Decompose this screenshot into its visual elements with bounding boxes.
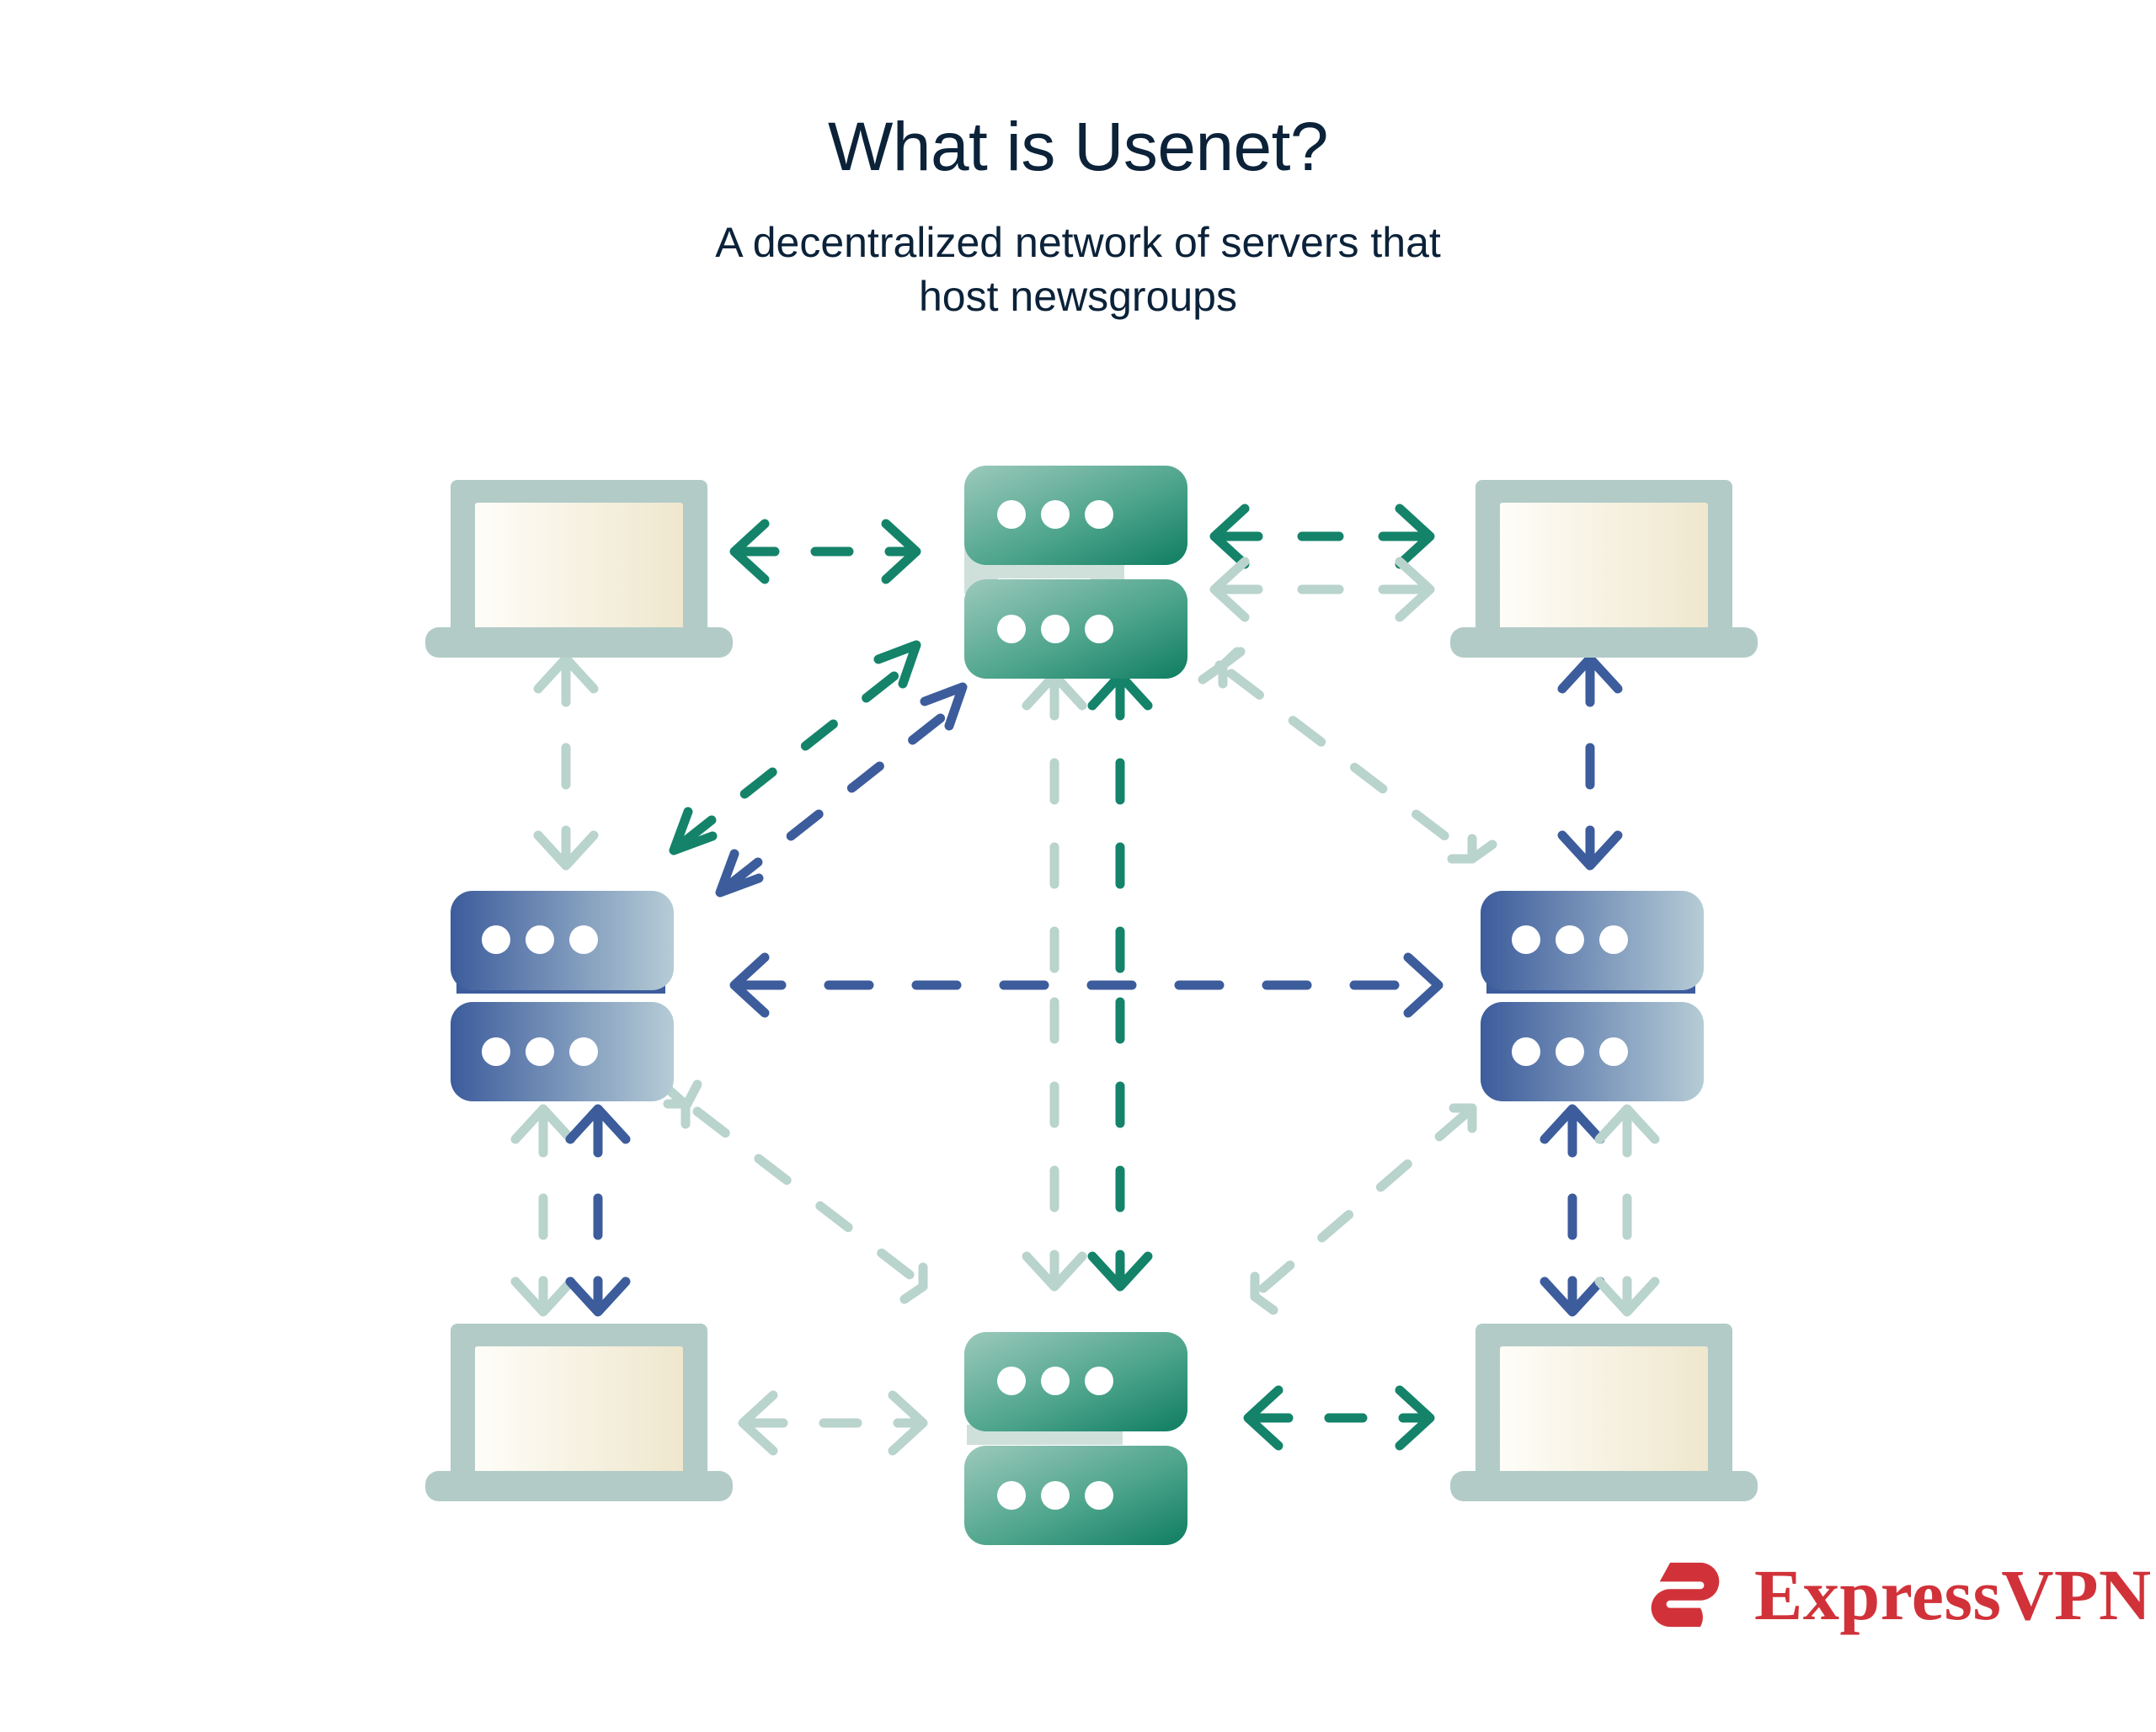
laptop-bottom-left[interactable] bbox=[425, 1324, 733, 1501]
expressvpn-wordmark: ExpressVPN bbox=[1754, 1554, 2152, 1635]
conn-center-vertical-down-pale bbox=[1022, 997, 1087, 1292]
conn-diag-left-server-to-bottom bbox=[663, 1079, 928, 1304]
conn-top-left-laptop-to-server bbox=[729, 519, 921, 584]
conn-right-server-to-bottom-laptop-a bbox=[1540, 1104, 1605, 1317]
conn-bottom-laptop-to-bottom-server bbox=[738, 1390, 928, 1456]
expressvpn-e-mark bbox=[1651, 1562, 1720, 1628]
conn-diag-left-server-to-top-b bbox=[715, 682, 968, 898]
laptop-bottom-right[interactable] bbox=[1450, 1324, 1758, 1501]
conn-center-vertical-up-green bbox=[1087, 670, 1153, 973]
conn-right-server-to-bottom-laptop-b bbox=[1594, 1104, 1660, 1317]
conn-top-server-to-right-laptop-a bbox=[1209, 504, 1435, 569]
server-middle-left[interactable] bbox=[451, 891, 674, 1101]
server-middle-right[interactable] bbox=[1481, 891, 1704, 1101]
conn-top-server-to-right-laptop-b bbox=[1209, 557, 1435, 622]
laptop-top-left[interactable] bbox=[425, 480, 733, 658]
conn-left-server-to-bottom-laptop-b bbox=[565, 1104, 631, 1317]
conn-center-vertical-down-green bbox=[1087, 997, 1153, 1292]
server-top-center[interactable] bbox=[964, 466, 1187, 679]
conn-left-server-to-right-server bbox=[729, 952, 1444, 1018]
conn-diag-left-server-to-top-a bbox=[669, 640, 921, 855]
connections-layer bbox=[510, 504, 1660, 1456]
conn-right-laptop-to-right-server bbox=[1557, 653, 1623, 871]
conn-left-server-to-bottom-laptop-a bbox=[510, 1104, 576, 1317]
conn-center-vertical-up-pale bbox=[1022, 670, 1087, 973]
conn-bottom-server-to-bottom-laptop bbox=[1243, 1385, 1435, 1451]
conn-left-laptop-to-left-server bbox=[533, 653, 599, 871]
expressvpn-logo[interactable]: ExpressVPN bbox=[1638, 1548, 2152, 1642]
conn-diag-bottom-to-right-server bbox=[1250, 1103, 1477, 1315]
laptop-top-right[interactable] bbox=[1450, 480, 1758, 658]
server-bottom-center[interactable] bbox=[964, 1332, 1187, 1545]
conn-diag-top-to-right-server bbox=[1198, 647, 1497, 864]
